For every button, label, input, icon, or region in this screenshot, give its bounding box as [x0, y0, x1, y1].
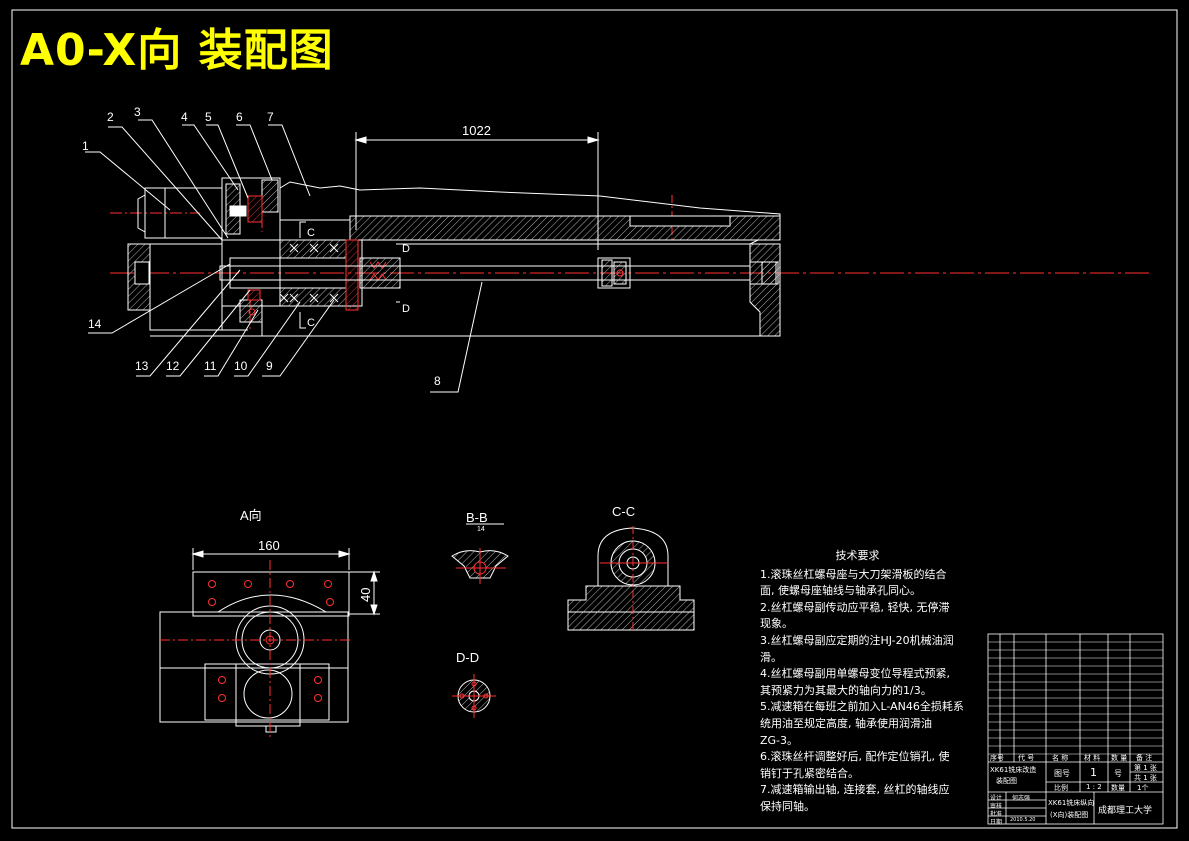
- part-number-6: 6: [236, 110, 243, 124]
- tech-requirements: 技术要求 1.滚珠丝杠螺母座与大刀架滑板的结合 面, 使螺母座轴线与轴承孔同心。…: [760, 548, 975, 816]
- bb-view-sublabel: 14: [477, 526, 485, 533]
- part-number-14: 14: [88, 317, 102, 331]
- bb-view-label: B-B: [466, 510, 488, 525]
- dimension-1022: [354, 132, 600, 250]
- tech-line: 销钉于孔紧密结合。: [760, 766, 859, 780]
- drawing-name-2: 装配图: [996, 777, 1017, 785]
- sheet-count: 共 1 张: [1134, 774, 1157, 782]
- qty-value: 1个: [1137, 784, 1149, 792]
- tech-line: 保持同轴。: [760, 799, 815, 813]
- part-number-5: 5: [205, 110, 212, 124]
- approver-label: 批准: [990, 811, 1003, 818]
- designer-label: 设计: [990, 795, 1003, 802]
- drawing-border: [11, 9, 1178, 829]
- sheet-number: 1: [1090, 766, 1097, 779]
- cc-view-label: C-C: [612, 504, 635, 519]
- dimension-1022-label: 1022: [462, 123, 491, 138]
- drawing-name: XK61铣床改造: [990, 766, 1037, 774]
- checker-label: 审核: [990, 803, 1003, 810]
- tech-line: ZG-3。: [760, 733, 799, 747]
- sheet-total: 第 1 张: [1134, 764, 1157, 772]
- qty-label: 数量: [1111, 784, 1125, 792]
- part-number-7: 7: [267, 110, 274, 124]
- parts-header-qty: 数 量: [1111, 754, 1128, 762]
- parts-list-rows: [988, 641, 1163, 755]
- part-number-8: 8: [434, 374, 441, 388]
- a-view-label: A向: [240, 508, 262, 523]
- dd-section: [452, 674, 496, 718]
- sheet-col-label: 图号: [1054, 769, 1070, 778]
- designer-name: 何志强: [1012, 795, 1031, 802]
- parts-header-name: 名 称: [1052, 754, 1069, 762]
- tech-line: 4.丝杠螺母副用单螺母变位导程式预紧,: [760, 667, 950, 681]
- part-number-4: 4: [181, 110, 188, 124]
- sheet-unit: 号: [1114, 769, 1122, 778]
- a-view-width-label: 160: [258, 538, 280, 553]
- section-mark-d-top: D: [402, 243, 410, 255]
- main-assembly-view: [110, 177, 1152, 337]
- tech-line: 3.丝杠螺母副应定期的注HJ-20机械油润: [760, 633, 954, 647]
- school-name: 成都理工大学: [1098, 806, 1153, 816]
- parts-header-code: 代 号: [1018, 754, 1035, 762]
- tech-line: 6.滚珠丝杆调整好后, 配作定位销孔, 使: [760, 750, 950, 764]
- tech-line: 1.滚珠丝杠螺母座与大刀架滑板的结合: [760, 567, 947, 581]
- tech-line: 7.减速箱输出轴, 连接套, 丝杠的轴线应: [760, 783, 950, 797]
- tech-line: 其预紧力为其最大的轴向力的1/3。: [760, 683, 932, 697]
- part-number-2: 2: [107, 110, 114, 124]
- tech-line: 现象。: [760, 617, 793, 631]
- scale-label: 比例: [1054, 784, 1068, 792]
- scale-value: 1 : 2: [1086, 783, 1102, 791]
- cc-section: [567, 526, 695, 632]
- tech-line: 5.减速箱在每班之前加入L-AN46全损耗系: [760, 700, 964, 714]
- part-number-1: 1: [82, 139, 89, 153]
- parts-header-index: 序号: [990, 754, 1004, 762]
- part-number-10: 10: [234, 359, 248, 373]
- a-view-height-label: 40: [358, 588, 373, 602]
- tech-line: 2.丝杠螺母副传动应平稳, 轻快, 无停滞: [760, 600, 950, 614]
- dd-view-label: D-D: [456, 650, 479, 665]
- tech-line: 滑。: [760, 650, 782, 664]
- date-label: 日期: [990, 819, 1003, 826]
- part-number-3: 3: [134, 105, 141, 119]
- tech-line: 统用油至规定高度, 轴承使用润滑油: [760, 716, 932, 730]
- parts-header-remark: 备 注: [1136, 754, 1153, 762]
- page-title: A0-X向 装配图: [20, 25, 334, 76]
- tech-requirements-heading: 技术要求: [835, 549, 880, 562]
- tech-line: 面, 使螺母座轴线与轴承孔同心。: [760, 584, 921, 598]
- section-mark-d-bottom: D: [402, 303, 410, 315]
- a-view-bolt-holes: [160, 560, 350, 740]
- section-mark-c-top: C: [307, 227, 315, 239]
- leader-lines: [85, 119, 483, 393]
- part-number-12: 12: [166, 359, 180, 373]
- parts-header-material: 材 料: [1084, 754, 1101, 762]
- center-title-2: (X向)装配图: [1050, 811, 1089, 819]
- date-value: 2010.5.20: [1010, 817, 1036, 823]
- bb-section: [451, 548, 509, 584]
- center-title-1: XK61铣床纵向: [1048, 799, 1095, 807]
- part-number-11: 11: [204, 359, 217, 373]
- part-number-13: 13: [135, 359, 149, 373]
- section-mark-c-bottom: C: [307, 317, 315, 329]
- part-number-9: 9: [266, 359, 273, 373]
